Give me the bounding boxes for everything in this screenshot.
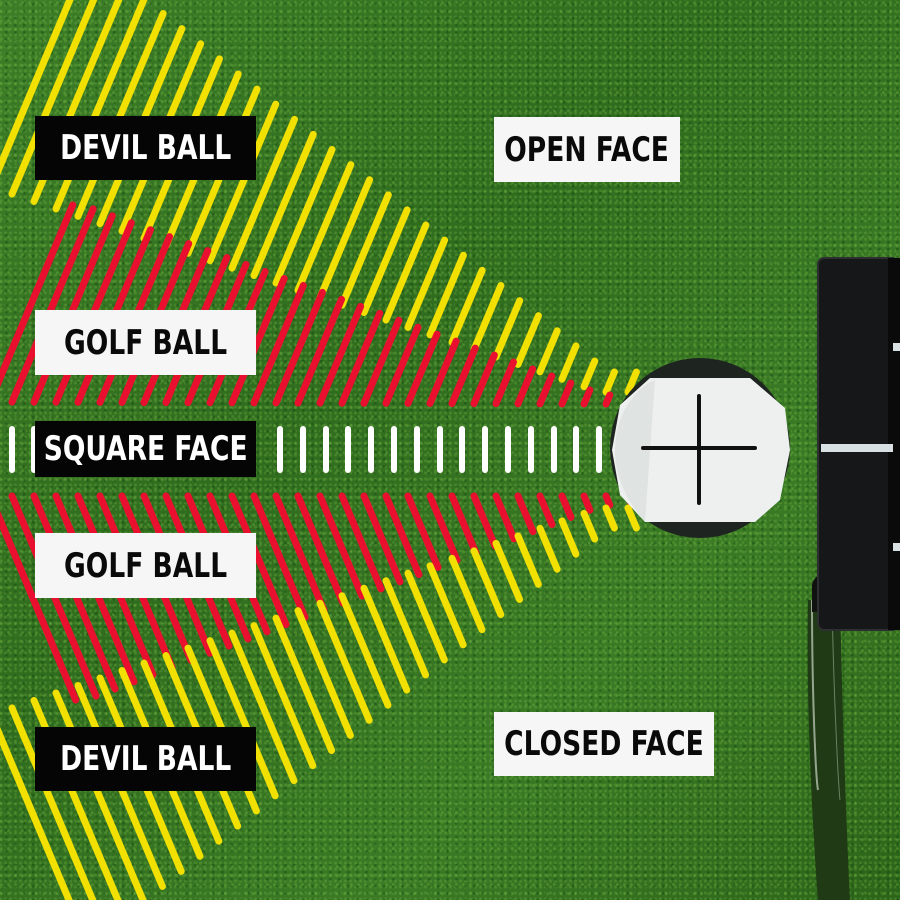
- golf-ball-bottom-label: GOLF BALL: [35, 533, 256, 598]
- open-face-text: OPEN FACE: [504, 129, 670, 170]
- devil-ball-top-label: DEVIL BALL: [35, 116, 256, 180]
- crosshair-icon: [641, 394, 757, 505]
- square-face-label: SQUARE FACE: [35, 421, 256, 477]
- closed-face-label: CLOSED FACE: [494, 712, 714, 776]
- putter-icon: [807, 257, 900, 900]
- golf-ball-top-text: GOLF BALL: [63, 322, 228, 363]
- golf-ball-bottom-text: GOLF BALL: [63, 545, 228, 586]
- open-face-label: OPEN FACE: [494, 117, 680, 182]
- devil-ball-bottom-label: DEVIL BALL: [35, 727, 256, 791]
- golf-ball-top-label: GOLF BALL: [35, 310, 256, 375]
- devil-ball-top-text: DEVIL BALL: [59, 128, 232, 168]
- square-face-text: SQUARE FACE: [43, 429, 248, 469]
- devil-ball-bottom-text: DEVIL BALL: [59, 739, 232, 779]
- closed-face-text: CLOSED FACE: [504, 724, 704, 764]
- alignment-ball-icon: [610, 358, 790, 538]
